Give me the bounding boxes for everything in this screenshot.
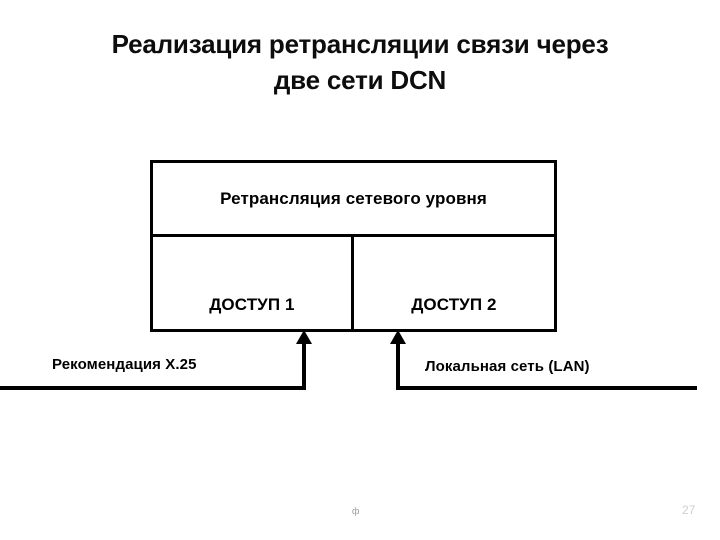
- relay-box-access-row: ДОСТУП 1 ДОСТУП 2: [153, 237, 554, 329]
- left-connector-riser: [302, 340, 306, 390]
- left-network-label: Рекомендация X.25: [52, 356, 197, 373]
- page-title-line-1: Реализация ретрансляции связи через: [111, 29, 609, 59]
- relay-box-header-label: Ретрансляция сетевого уровня: [220, 188, 487, 208]
- relay-box-header: Ретрансляция сетевого уровня: [153, 163, 554, 237]
- page-title: Реализация ретрансляции связи через две …: [30, 26, 690, 98]
- access-cell-2-label: ДОСТУП 2: [411, 295, 497, 314]
- up-arrow-icon-left: [296, 330, 312, 344]
- right-connector-riser: [396, 340, 400, 390]
- page-title-line-2: две сети DCN: [273, 65, 447, 95]
- access-cell-1-label: ДОСТУП 1: [209, 295, 295, 314]
- right-network-label: Локальная сеть (LAN): [425, 358, 590, 375]
- right-network-line: [396, 386, 697, 390]
- page-number: 27: [682, 503, 696, 517]
- left-network-line: [0, 386, 306, 390]
- footer-mark: ф: [352, 506, 360, 516]
- up-arrow-icon-right: [390, 330, 406, 344]
- access-cell-1: ДОСТУП 1: [153, 237, 354, 329]
- access-cell-2: ДОСТУП 2: [354, 237, 554, 329]
- relay-box: Ретрансляция сетевого уровня ДОСТУП 1 ДО…: [150, 160, 557, 332]
